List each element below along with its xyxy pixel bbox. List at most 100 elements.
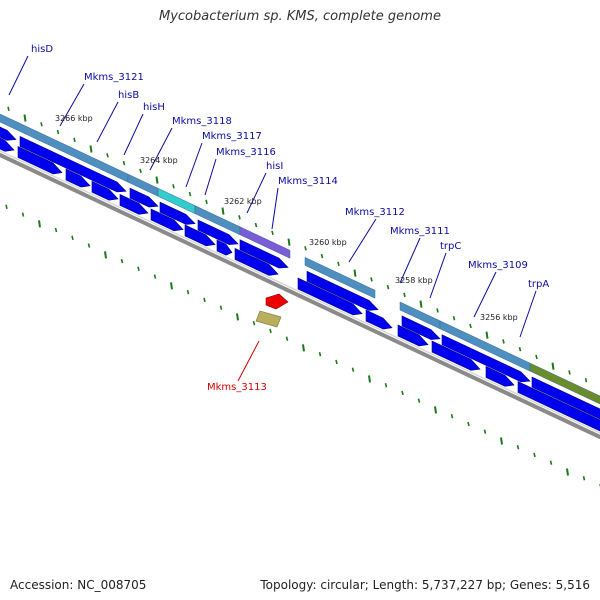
gene-label: Mkms_3109 <box>468 260 528 271</box>
leader-line <box>399 237 421 284</box>
tick-mark <box>219 305 223 310</box>
tick-mark <box>403 292 406 298</box>
tick-mark <box>56 129 60 135</box>
leader-line <box>149 127 173 171</box>
tick-mark <box>238 215 241 220</box>
leader-line <box>204 158 217 196</box>
feature-band <box>304 256 376 299</box>
tick-mark <box>304 246 307 251</box>
feature-bands <box>0 113 600 405</box>
gene-label: Mkms_3114 <box>278 176 338 187</box>
leader-line <box>8 55 29 96</box>
tick-mark <box>236 313 239 321</box>
tick-mark <box>139 168 142 173</box>
feature-band <box>529 362 600 405</box>
cds-arrow <box>485 365 515 387</box>
tick-mark <box>153 274 157 279</box>
tick-mark <box>104 251 107 259</box>
tick-mark <box>469 323 472 329</box>
tick-mark <box>452 315 456 321</box>
tick-mark <box>87 243 91 248</box>
tick-mark <box>254 222 258 228</box>
tick-mark <box>172 184 175 189</box>
tick-mark <box>155 176 159 184</box>
tick-mark <box>7 106 10 111</box>
gene-label: hisB <box>118 90 139 101</box>
cds-arrow <box>401 315 441 340</box>
gene-label: Mkms_3111 <box>390 226 450 237</box>
tick-mark <box>467 421 470 427</box>
tick-mark <box>21 212 25 217</box>
tick-mark <box>584 377 588 383</box>
tick-mark <box>54 227 58 233</box>
gene-label: Mkms_3116 <box>216 147 276 158</box>
gene-label: Mkms_3113 <box>207 382 267 393</box>
cds-arrow <box>184 224 216 247</box>
leader-line <box>246 172 267 214</box>
leader-line <box>237 340 260 382</box>
reverse-strand-features <box>255 293 289 328</box>
backbone-line <box>0 152 600 440</box>
cds-arrow <box>65 168 91 188</box>
cds-arrow <box>17 145 63 175</box>
cds-arrow <box>197 219 239 245</box>
cds-arrow <box>19 135 127 193</box>
leader-line <box>123 113 144 156</box>
tick-mark <box>120 258 124 264</box>
tick-mark <box>186 289 190 295</box>
tick-mark <box>38 220 41 228</box>
tick-mark <box>71 235 74 241</box>
tick-mark <box>419 300 423 308</box>
tick-mark <box>384 382 388 388</box>
cds-arrow <box>531 376 600 420</box>
cds-arrow <box>239 239 289 269</box>
accession-text: Accession: NC_008705 <box>10 578 147 592</box>
tick-mark <box>252 320 256 326</box>
kbp-label: 3262 kbp <box>224 197 262 206</box>
kbp-label: 3264 kbp <box>140 156 178 165</box>
backbone-highlight <box>0 150 600 434</box>
leader-line <box>473 271 497 318</box>
tick-mark <box>106 153 109 158</box>
gene-label: trpC <box>440 241 461 252</box>
tick-mark <box>271 230 274 236</box>
gene-label: hisH <box>143 102 165 113</box>
tick-mark <box>320 253 324 259</box>
tick-mark <box>188 191 192 197</box>
tick-mark <box>549 460 553 465</box>
tick-mark <box>436 308 439 313</box>
cds-arrows <box>0 126 600 432</box>
tick-mark <box>500 437 503 445</box>
tick-mark <box>485 331 489 339</box>
outer-tick-row <box>7 106 588 383</box>
cds-arrow <box>129 187 159 208</box>
tick-mark <box>502 339 505 344</box>
tick-mark <box>533 452 536 458</box>
tick-mark <box>370 277 373 282</box>
kbp-label: 3258 kbp <box>395 276 433 285</box>
cds-arrow <box>297 277 363 316</box>
leader-line <box>271 187 279 230</box>
tick-mark <box>516 445 520 450</box>
tick-mark <box>335 359 338 365</box>
tick-mark <box>170 282 173 290</box>
gene-label: trpA <box>528 279 549 290</box>
leader-line <box>59 83 85 127</box>
tick-mark <box>518 346 522 352</box>
tick-mark <box>137 266 140 272</box>
cds-arrow <box>431 340 481 371</box>
tick-mark <box>450 414 454 419</box>
tick-mark <box>483 429 487 434</box>
tick-mark <box>269 328 272 334</box>
gene-label: Mkms_3117 <box>202 131 262 142</box>
cds-arrow <box>306 270 379 311</box>
tick-mark <box>122 160 126 166</box>
leader-line <box>519 290 537 338</box>
tick-mark <box>386 284 390 290</box>
genome-backbone <box>0 150 600 440</box>
tick-mark <box>5 204 8 210</box>
gene-label: Mkms_3118 <box>172 116 232 127</box>
cds-arrow <box>159 201 196 225</box>
kbp-label: 3266 kbp <box>55 114 93 123</box>
